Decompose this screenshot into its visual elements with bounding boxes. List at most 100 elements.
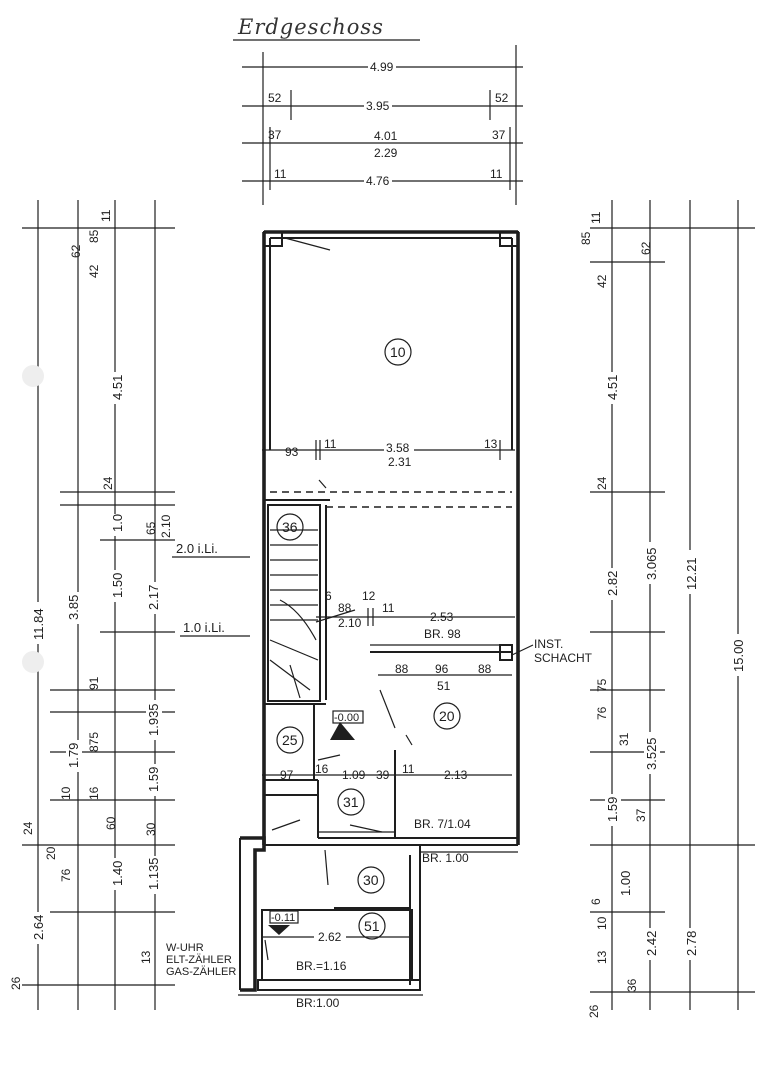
dim-109: 1.09	[342, 768, 366, 782]
dim-65: 6	[325, 589, 332, 603]
right-dim-278: 2.78	[684, 931, 699, 956]
left-dim-150: 1.50	[110, 573, 125, 598]
right-dim-42: 42	[595, 274, 609, 288]
top-dim-395: 3.95	[366, 99, 390, 113]
right-dimension-block: 15.00 12.21 4.51 3.065 2.82 3.525 1.59 1…	[579, 200, 755, 1018]
staircase	[269, 529, 319, 699]
inst-label: INST.	[534, 637, 563, 651]
dim-885b: 88	[478, 662, 492, 676]
dim-135: 13	[484, 437, 498, 451]
left-dim-62: 62	[69, 244, 83, 258]
left-dim-65: 65	[144, 521, 158, 535]
left-dim-91: 91	[87, 676, 101, 690]
right-dim-24: 24	[595, 476, 609, 490]
dim-93: 93	[285, 445, 299, 459]
elt-label: ELT-ZÄHLER	[166, 954, 232, 966]
room-51-label: 51	[364, 918, 380, 934]
left-dim-24: 24	[101, 476, 115, 490]
dim-975: 97	[280, 768, 294, 782]
br-100a: BR. 1.00	[422, 851, 469, 865]
left-dim-10b: 10	[59, 786, 73, 800]
right-dim-13: 13	[595, 950, 609, 964]
left-dim-10: 1.0	[110, 514, 125, 532]
room-36-circle	[276, 513, 304, 541]
right-dim-100: 1.00	[618, 871, 633, 896]
left-dim-85: 85	[87, 229, 101, 243]
left-dim-16: 16	[87, 786, 101, 800]
left-dim-385: 3.85	[66, 595, 81, 620]
left-dimension-block: 11.84 3.85 4.51 1.0 1.50 1.79 1.59 1.40 …	[9, 200, 175, 1010]
top-dim-401: 4.01	[374, 129, 398, 143]
br-116: BR.=1.16	[296, 959, 347, 973]
left-dim-42: 42	[87, 264, 101, 278]
right-dim-451: 4.51	[605, 375, 620, 400]
og2-label: 2.0 i.Li.	[176, 541, 218, 556]
left-dim-179: 1.79	[66, 743, 81, 768]
dim-358: 3.58	[386, 441, 410, 455]
left-dim-875: 875	[87, 732, 101, 752]
annotations: INST. SCHACHT 2.0 i.Li. 1.0 i.Li. W-UHR …	[166, 541, 593, 978]
left-dim-451: 4.51	[110, 375, 125, 400]
room-20-circle	[433, 702, 461, 730]
right-dim-76: 76	[595, 706, 609, 720]
left-dim-1184: 11.84	[31, 608, 46, 640]
dim-262: 2.62	[318, 930, 342, 944]
room-labels: 10 20 25 30 31 36 51	[276, 338, 461, 940]
left-dim-13: 13	[139, 950, 153, 964]
right-dim-282: 2.82	[605, 571, 620, 596]
right-dim-159: 1.59	[605, 797, 620, 822]
left-dim-60: 60	[104, 816, 118, 830]
og1-label: 1.0 i.Li.	[183, 620, 225, 635]
dim-16: 16	[315, 762, 329, 776]
br-98: BR. 98	[424, 627, 461, 641]
level-000: -0.00	[334, 712, 359, 724]
plan-title: Erdgeschoss	[237, 15, 384, 39]
right-dim-37: 37	[634, 808, 648, 822]
right-dim-26: 26	[587, 1004, 601, 1018]
room-30-circle	[357, 866, 385, 894]
top-dim-229: 2.29	[374, 146, 398, 160]
left-dim-159: 1.59	[146, 767, 161, 792]
room-30-label: 30	[363, 872, 379, 888]
right-dim-10: 10	[595, 916, 609, 930]
room-51-circle	[358, 912, 386, 940]
br-100b: BR:1.00	[296, 996, 340, 1010]
right-dim-85: 85	[579, 231, 593, 245]
dim-96: 96	[435, 662, 449, 676]
top-small-52-right: 52	[495, 91, 509, 105]
room-25-label: 25	[282, 732, 298, 748]
right-dim-62: 62	[639, 241, 653, 255]
left-dim-210: 2.10	[159, 514, 173, 538]
left-dim-26: 26	[9, 976, 23, 990]
gas-label: GAS-ZÄHLER	[166, 966, 236, 978]
right-dim-11: 11	[589, 211, 603, 224]
top-small-37-right: 37	[492, 128, 506, 142]
top-small-11-left: 11	[274, 167, 287, 181]
top-small-37-left: 37	[268, 128, 282, 142]
inner-dimensions: 93 11 3.58 2.31 13 6 88 2.10 12 11 2.53 …	[262, 437, 515, 1010]
right-dim-3065: 3.065	[644, 547, 659, 580]
left-dim-30: 30	[144, 822, 158, 836]
left-dim-1135: 1.135	[146, 857, 161, 890]
top-dim-476: 4.76	[366, 174, 390, 188]
room-25-circle	[276, 726, 304, 754]
room-31-label: 31	[343, 794, 359, 810]
left-dim-264: 2.64	[31, 915, 46, 940]
dim-231: 2.31	[388, 455, 412, 469]
room-36-label: 36	[282, 519, 298, 535]
room-10-circle	[384, 338, 412, 366]
dim-115c: 11	[402, 762, 415, 776]
right-dim-75: 75	[595, 678, 609, 692]
right-dim-242: 2.42	[644, 931, 659, 956]
left-dim-217: 2.17	[146, 585, 161, 610]
binder-hole	[22, 365, 44, 387]
top-dim-499: 4.99	[370, 60, 394, 74]
schacht-label: SCHACHT	[534, 651, 593, 665]
level-marker-icon	[330, 722, 355, 740]
right-dim-1500: 15.00	[731, 639, 746, 672]
dim-115b: 11	[382, 601, 395, 615]
dim-885a: 88	[395, 662, 409, 676]
right-dim-3525: 3.525	[644, 737, 659, 770]
left-dim-76: 76	[59, 868, 73, 882]
